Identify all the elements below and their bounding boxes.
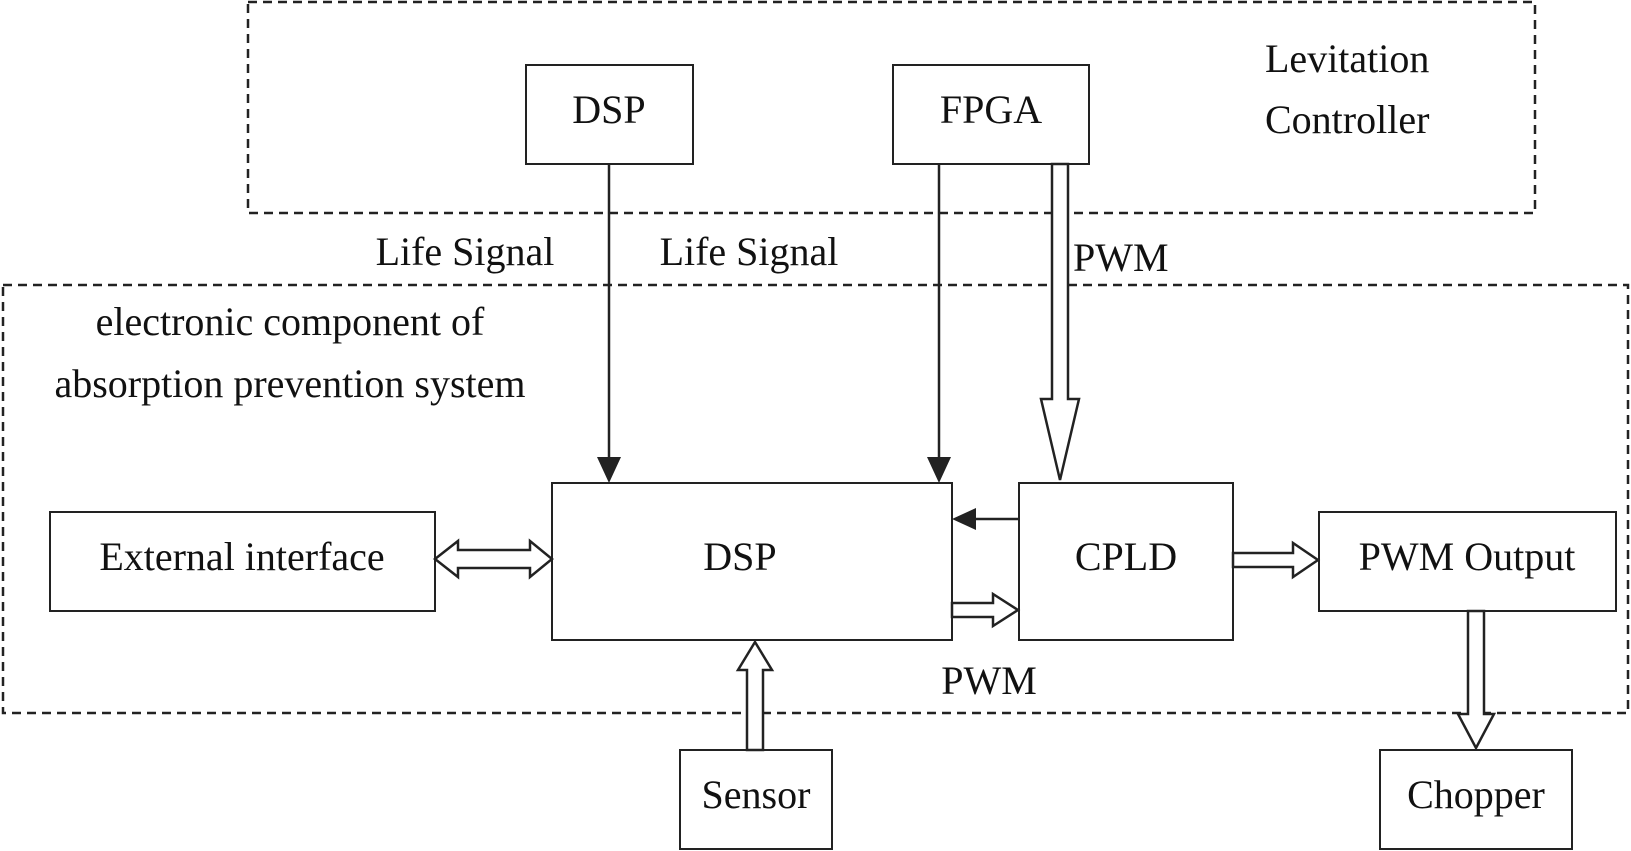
pwm-fpga-to-cpld-arrow xyxy=(1039,162,1081,481)
main-dsp-box xyxy=(551,482,953,641)
absorption-system-label-line2: absorption prevention system xyxy=(54,361,525,406)
levitation-controller-label-line1: Levitation xyxy=(1265,36,1429,81)
fpga-box xyxy=(892,64,1090,165)
sensor-box xyxy=(679,749,833,850)
levitation-controller-label-line2: Controller xyxy=(1265,97,1429,142)
external-interface-box xyxy=(49,511,436,612)
absorption-system-label-line1: electronic component of xyxy=(96,299,485,344)
cpld-box xyxy=(1018,482,1234,641)
external-interface-dsp-double-arrow xyxy=(432,538,554,580)
pwm-output-label: PWM Output xyxy=(1359,534,1576,579)
fpga-label: FPGA xyxy=(940,87,1042,132)
pwm-dsp-label: PWM xyxy=(941,658,1037,703)
sensor-to-dsp-arrow xyxy=(735,639,775,752)
life-signal-dsp-arrowhead xyxy=(597,457,621,483)
chopper-label: Chopper xyxy=(1407,772,1545,817)
life-signal-fpga-arrowhead xyxy=(927,457,951,483)
sensor-label: Sensor xyxy=(702,772,811,817)
pwm-output-box xyxy=(1318,511,1617,612)
main-dsp-label: DSP xyxy=(703,534,776,579)
pwm-dsp-to-cpld-arrow xyxy=(950,591,1021,629)
cpld-to-dsp-arrowhead xyxy=(952,508,976,530)
pwm-fpga-label: PWM xyxy=(1073,235,1169,280)
chopper-box xyxy=(1379,749,1573,850)
absorption-prevention-group xyxy=(1,283,1630,715)
life-signal-dsp-label: Life Signal xyxy=(376,229,555,274)
cpld-to-pwm-output-arrow xyxy=(1231,540,1321,580)
external-interface-label: External interface xyxy=(99,534,384,579)
controller-dsp-label: DSP xyxy=(572,87,645,132)
pwm-output-to-chopper-arrow xyxy=(1455,609,1497,751)
life-signal-fpga-label: Life Signal xyxy=(660,229,839,274)
cpld-label: CPLD xyxy=(1075,534,1177,579)
